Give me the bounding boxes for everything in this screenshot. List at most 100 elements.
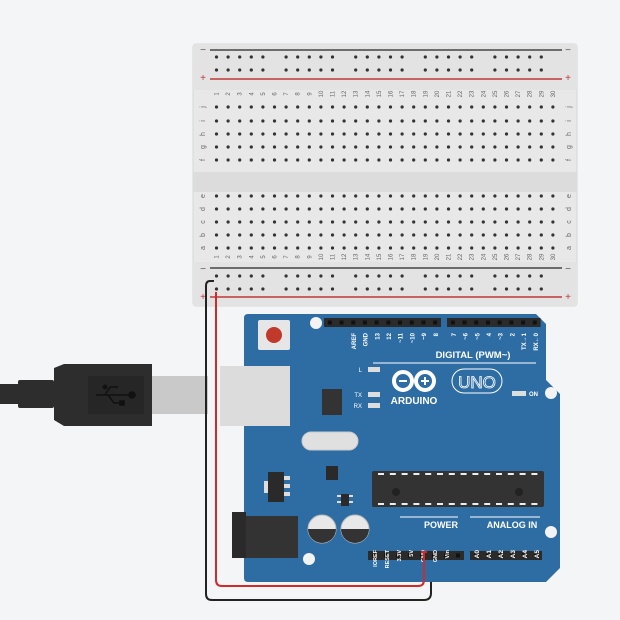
terminal-hole[interactable] (551, 105, 555, 109)
rail-hole[interactable] (226, 287, 230, 291)
rail-hole[interactable] (238, 274, 242, 278)
terminal-hole[interactable] (214, 132, 219, 136)
terminal-hole[interactable] (261, 220, 265, 224)
header-pin[interactable] (408, 553, 412, 558)
terminal-hole[interactable] (238, 194, 242, 198)
terminal-hole[interactable] (354, 220, 358, 224)
rail-hole[interactable] (307, 55, 311, 59)
terminal-hole[interactable] (412, 220, 416, 224)
header-pin[interactable] (497, 320, 502, 325)
terminal-hole[interactable] (400, 246, 404, 250)
rail-hole[interactable] (284, 274, 288, 278)
terminal-hole[interactable] (377, 233, 381, 237)
terminal-hole[interactable] (226, 194, 230, 198)
terminal-hole[interactable] (330, 233, 335, 237)
terminal-hole[interactable] (272, 207, 277, 211)
terminal-hole[interactable] (481, 145, 485, 149)
rail-hole[interactable] (528, 287, 532, 291)
terminal-hole[interactable] (435, 207, 439, 211)
terminal-hole[interactable] (319, 105, 323, 109)
terminal-hole[interactable] (377, 145, 381, 149)
terminal-hole[interactable] (423, 119, 427, 123)
rail-hole[interactable] (249, 55, 253, 59)
rail-hole[interactable] (330, 55, 335, 59)
rail-hole[interactable] (423, 68, 427, 72)
terminal-hole[interactable] (249, 207, 253, 211)
rail-hole[interactable] (354, 55, 358, 59)
rail-hole[interactable] (458, 274, 462, 278)
header-pin[interactable] (486, 553, 490, 558)
terminal-hole[interactable] (249, 105, 253, 109)
terminal-hole[interactable] (551, 194, 555, 198)
terminal-hole[interactable] (446, 194, 451, 198)
rail-hole[interactable] (238, 55, 242, 59)
terminal-hole[interactable] (493, 220, 497, 224)
terminal-hole[interactable] (528, 194, 532, 198)
terminal-hole[interactable] (539, 220, 543, 224)
breadboard[interactable]: 1122334455667788991010111112121313141415… (192, 43, 578, 307)
terminal-hole[interactable] (458, 246, 462, 250)
header-pin[interactable] (409, 320, 414, 325)
terminal-hole[interactable] (423, 220, 427, 224)
terminal-hole[interactable] (446, 132, 451, 136)
rail-hole[interactable] (516, 274, 520, 278)
terminal-hole[interactable] (296, 158, 300, 162)
terminal-hole[interactable] (365, 119, 369, 123)
header-pin[interactable] (433, 320, 438, 325)
terminal-hole[interactable] (551, 119, 555, 123)
terminal-hole[interactable] (214, 119, 219, 123)
terminal-hole[interactable] (214, 233, 219, 237)
rail-hole[interactable] (261, 287, 265, 291)
terminal-hole[interactable] (388, 145, 393, 149)
terminal-hole[interactable] (214, 158, 219, 162)
terminal-hole[interactable] (435, 105, 439, 109)
terminal-hole[interactable] (307, 220, 311, 224)
rail-hole[interactable] (226, 68, 230, 72)
terminal-hole[interactable] (388, 246, 393, 250)
terminal-hole[interactable] (481, 220, 485, 224)
rail-hole[interactable] (528, 274, 532, 278)
terminal-hole[interactable] (226, 132, 230, 136)
breadboard-holes[interactable] (214, 55, 555, 291)
rail-hole[interactable] (446, 287, 451, 291)
terminal-hole[interactable] (458, 207, 462, 211)
terminal-hole[interactable] (272, 119, 277, 123)
rail-hole[interactable] (365, 274, 369, 278)
terminal-hole[interactable] (307, 119, 311, 123)
terminal-hole[interactable] (330, 207, 335, 211)
terminal-hole[interactable] (435, 158, 439, 162)
terminal-hole[interactable] (528, 207, 532, 211)
terminal-hole[interactable] (354, 158, 358, 162)
terminal-hole[interactable] (377, 119, 381, 123)
terminal-hole[interactable] (307, 158, 311, 162)
terminal-hole[interactable] (238, 207, 242, 211)
terminal-hole[interactable] (481, 246, 485, 250)
terminal-hole[interactable] (296, 246, 300, 250)
terminal-hole[interactable] (435, 194, 439, 198)
rail-hole[interactable] (388, 274, 393, 278)
rail-hole[interactable] (435, 68, 439, 72)
terminal-hole[interactable] (214, 105, 219, 109)
terminal-hole[interactable] (319, 233, 323, 237)
terminal-hole[interactable] (307, 194, 311, 198)
terminal-hole[interactable] (296, 132, 300, 136)
terminal-hole[interactable] (388, 119, 393, 123)
terminal-hole[interactable] (365, 207, 369, 211)
terminal-hole[interactable] (238, 220, 242, 224)
rail-hole[interactable] (354, 68, 358, 72)
terminal-hole[interactable] (342, 207, 346, 211)
rail-hole[interactable] (388, 55, 393, 59)
terminal-hole[interactable] (226, 207, 230, 211)
rail-hole[interactable] (307, 274, 311, 278)
terminal-hole[interactable] (214, 220, 219, 224)
terminal-hole[interactable] (238, 145, 242, 149)
header-pin[interactable] (462, 320, 467, 325)
terminal-hole[interactable] (319, 119, 323, 123)
terminal-hole[interactable] (551, 145, 555, 149)
terminal-hole[interactable] (470, 233, 474, 237)
header-pin[interactable] (351, 320, 356, 325)
terminal-hole[interactable] (296, 194, 300, 198)
header-pin[interactable] (339, 320, 344, 325)
terminal-hole[interactable] (342, 158, 346, 162)
